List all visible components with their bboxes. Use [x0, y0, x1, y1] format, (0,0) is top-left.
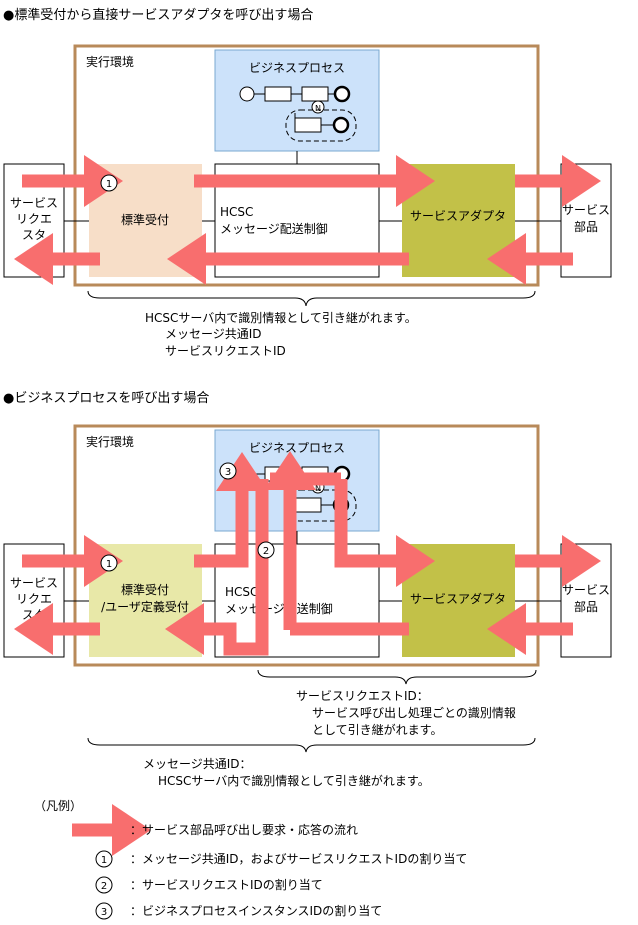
execution-environment-label-2: 実行環境	[86, 434, 134, 449]
standard-reception-label: 標準受付	[121, 212, 169, 227]
legend-arrow-desc: ：サービス部品呼び出し要求・応答の流れ	[130, 822, 358, 837]
marker-2-3: 3	[219, 462, 237, 480]
service-component-2-label-2: 部品	[574, 599, 598, 614]
service-component-label-1: サービス	[562, 203, 610, 217]
brace-2a	[257, 669, 537, 685]
message-delivery-label-2: メッセージ配送制御	[225, 601, 333, 616]
svg-text:2: 2	[263, 546, 269, 557]
service-component-2-label-1: サービス	[562, 583, 610, 597]
execution-environment-label: 実行環境	[86, 54, 134, 69]
legend-title: （凡例）	[34, 799, 82, 813]
legend-marker-1: 1	[95, 850, 113, 868]
execution-environment-box	[73, 44, 540, 287]
diagram-2: ●ビジネスプロセスを呼び出す場合 実行環境 ビジネスプロセス N サービス リク…	[3, 391, 612, 788]
process-flow-icon: N	[239, 85, 357, 142]
legend-marker-3: 3	[95, 902, 113, 920]
diagram-2-heading: ●ビジネスプロセスを呼び出す場合	[3, 391, 209, 406]
brace-2b	[87, 737, 536, 753]
reception-label-1: 標準受付	[121, 582, 169, 597]
legend: （凡例） ：サービス部品呼び出し要求・応答の流れ 1 ：メッセージ共通ID，およ…	[34, 799, 467, 920]
hcsc-label: HCSC	[220, 205, 253, 219]
note-2a-line-2: サービス呼び出し処理ごとの識別情報	[312, 705, 516, 720]
business-process-box	[214, 49, 380, 152]
diagram-1-heading: ●標準受付から直接サービスアダプタを呼び出す場合	[3, 7, 313, 23]
legend-m3-desc: ：ビジネスプロセスインスタンスIDの割り当て	[130, 903, 382, 918]
business-process-label-2: ビジネスプロセス	[249, 441, 345, 455]
note-2a-line-3: として引き継がれます。	[312, 722, 442, 737]
flow-arrows-2	[14, 451, 601, 656]
flow-arrow-2-bp-response	[165, 479, 269, 656]
service-adapter-label: サービスアダプタ	[410, 208, 506, 223]
service-requester-label-2: リクエ	[16, 212, 52, 226]
flow-arrow-2-to-bp	[194, 452, 268, 568]
marker-2-1: 1	[100, 554, 118, 572]
note-2b-line-1: メッセージ共通ID：	[143, 757, 252, 771]
svg-text:2: 2	[101, 881, 107, 892]
note-2b-line-2: HCSCサーバ内で識別情報として引き継がれます。	[158, 773, 430, 788]
legend-m1-desc: ：メッセージ共通ID，およびサービスリクエストIDの割り当て	[130, 851, 467, 866]
service-requester-2-label-3: スタ	[22, 608, 46, 622]
service-component-label-2: 部品	[574, 219, 598, 234]
reception-label-2: /ユーザ定義受付	[101, 599, 189, 614]
service-adapter-label-2: サービスアダプタ	[410, 591, 506, 606]
service-requester-label-1: サービス	[10, 196, 58, 210]
svg-text:1: 1	[106, 559, 112, 570]
execution-environment-box-2	[73, 424, 540, 667]
note-2a-line-1: サービスリクエストID：	[296, 689, 429, 703]
message-delivery-label: メッセージ配送制御	[220, 221, 328, 236]
marker-1: 1	[100, 174, 118, 192]
diagram-1: ●標準受付から直接サービスアダプタを呼び出す場合 実行環境 ビジネスプロセス N…	[3, 7, 612, 358]
svg-text:1: 1	[101, 855, 107, 866]
flow-arrows	[14, 155, 601, 285]
business-process-label: ビジネスプロセス	[249, 61, 345, 75]
flow-arrow-2-bp-to-adapter	[334, 479, 435, 587]
service-requester-2-label-1: サービス	[10, 576, 58, 590]
svg-text:3: 3	[225, 467, 231, 478]
marker-2-2: 2	[257, 541, 275, 559]
service-requester-label-3: スタ	[22, 228, 46, 242]
note-1-line-3: サービスリクエストID	[165, 344, 286, 358]
legend-marker-2: 2	[95, 876, 113, 894]
svg-text:N: N	[315, 484, 321, 493]
svg-text:1: 1	[106, 179, 112, 190]
note-1-line-2: メッセージ共通ID	[165, 327, 262, 341]
hcsc-label-2: HCSC	[225, 585, 258, 599]
note-1-line-1: HCSCサーバ内で識別情報として引き継がれます。	[145, 310, 417, 325]
brace-1	[87, 290, 536, 307]
service-requester-2-label-2: リクエ	[16, 592, 52, 606]
legend-m2-desc: ：サービスリクエストIDの割り当て	[130, 877, 323, 892]
svg-text:N: N	[315, 104, 321, 113]
svg-text:3: 3	[101, 907, 107, 918]
